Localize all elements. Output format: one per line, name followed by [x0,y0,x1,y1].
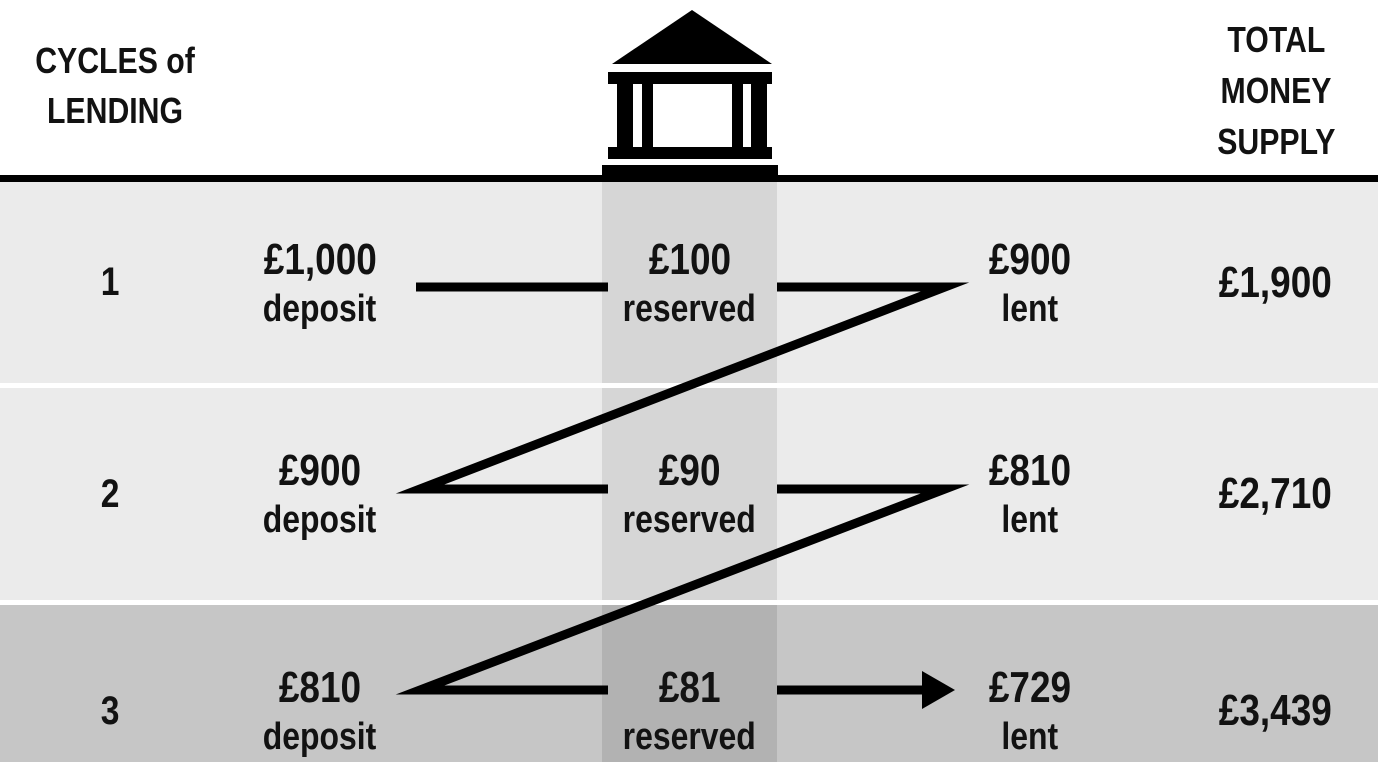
deposit-amount: £1,000 [263,234,377,284]
lent-label: lent [1001,499,1059,541]
reserved-cell: £81 reserved [602,605,777,762]
lent-label: lent [1001,287,1059,330]
header-line: LENDING [46,90,184,131]
cycles-of-lending-header: CYCLES of LENDING [15,36,215,136]
cycle-number: 3 [100,688,120,733]
reserved-label: reserved [622,716,757,758]
deposit-cell: £810 deposit [215,605,425,762]
total-money-supply-value: £1,900 [1218,257,1332,307]
cycle-row-1: 1 £1,000 deposit £100 reserved £900 lent… [0,182,1378,383]
deposit-cell: £900 deposit [215,388,425,600]
total-money-supply-header: TOTAL MONEY SUPPLY [1178,14,1374,167]
cycle-number: 1 [100,260,120,304]
reserved-cell: £100 reserved [602,182,777,383]
deposit-cell: £1,000 deposit [215,182,425,383]
lent-amount: £900 [988,234,1072,284]
header-line: MONEY [1220,70,1332,111]
header-line: SUPPLY [1216,121,1336,162]
deposit-label: deposit [263,499,377,541]
header-line: TOTAL [1227,19,1325,60]
reserved-cell: £90 reserved [602,388,777,600]
lent-amount: £729 [988,663,1072,712]
cycle-row-3: 3 £810 deposit £81 reserved £729 lent £3… [0,605,1378,762]
reserved-amount: £81 [658,663,721,712]
deposit-label: deposit [263,716,377,758]
bank-building-icon [602,10,778,178]
total-money-supply-value: £2,710 [1218,469,1332,518]
lent-cell: £729 lent [934,605,1126,762]
deposit-label: deposit [263,287,377,330]
cycle-row-2: 2 £900 deposit £90 reserved £810 lent £2… [0,388,1378,600]
cycle-number: 2 [100,471,120,516]
reserved-amount: £100 [648,234,731,284]
lent-cell: £900 lent [934,182,1126,383]
reserved-amount: £90 [658,446,721,495]
header-divider-line [0,175,1378,182]
lent-amount: £810 [988,446,1072,495]
deposit-amount: £810 [278,663,362,712]
lent-cell: £810 lent [934,388,1126,600]
total-money-supply-value: £3,439 [1218,686,1332,735]
header-line: CYCLES of [35,40,195,81]
reserved-label: reserved [622,499,757,541]
deposit-amount: £900 [278,446,362,495]
lent-label: lent [1001,716,1059,758]
reserved-label: reserved [622,287,757,330]
